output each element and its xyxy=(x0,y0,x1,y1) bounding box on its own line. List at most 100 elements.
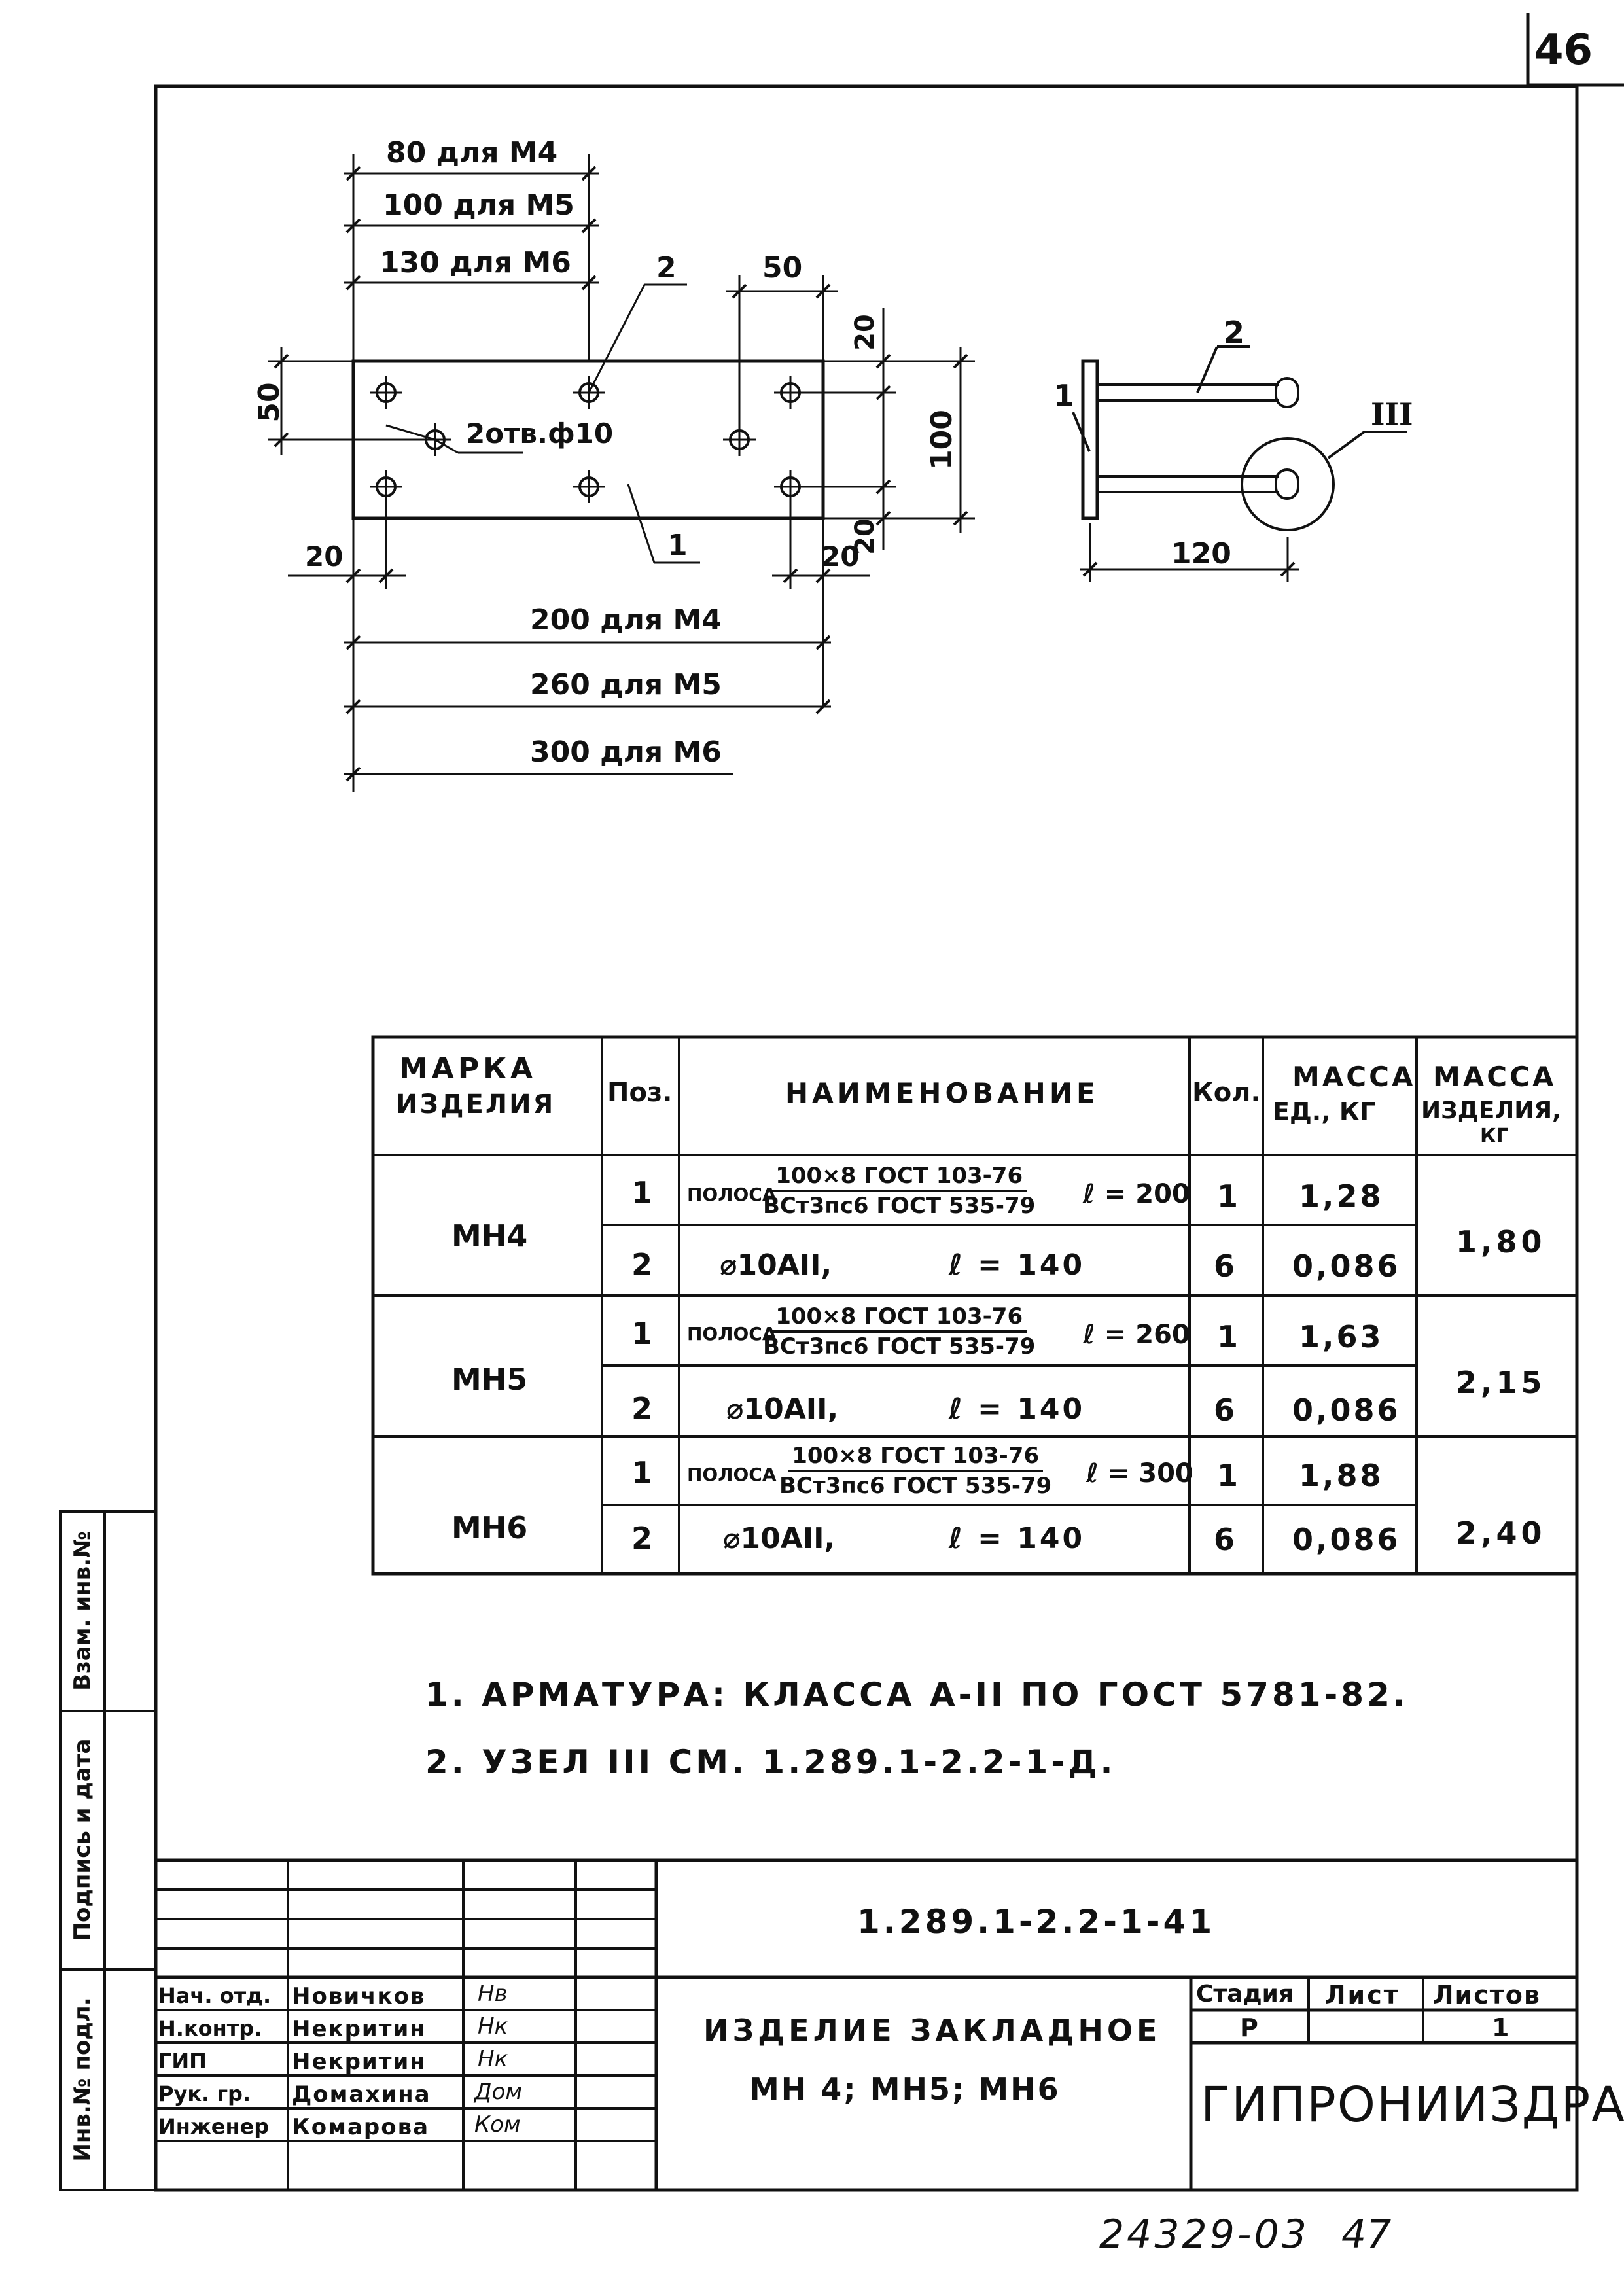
row-mass: 0,086 xyxy=(1292,1522,1401,1557)
th-mass-item-1: МАССА xyxy=(1433,1061,1557,1093)
row-fraction-den: ВСт3пс6 ГОСТ 535-79 xyxy=(763,1333,1036,1360)
staff-name: Новичков xyxy=(292,1983,426,2009)
staff-name: Домахина xyxy=(292,2081,431,2108)
th-name: НАИМЕНОВАНИЕ xyxy=(785,1077,1099,1109)
plate-side-view xyxy=(1072,345,1407,582)
staff-signature: Нв xyxy=(478,1981,508,2007)
group-mark: МН6 xyxy=(451,1510,528,1545)
dim-bottom-m5: 260 для М5 xyxy=(530,668,722,701)
staff-role: Рук. гр. xyxy=(158,2081,251,2106)
side-node-label: III xyxy=(1371,397,1413,432)
staff-name: Некритин xyxy=(292,2049,427,2075)
row-pos: 2 xyxy=(631,1247,653,1282)
row-length: ℓ = 140 xyxy=(949,1392,1086,1426)
stage-header: Стадия xyxy=(1196,1981,1294,2007)
staff-role: Н.контр. xyxy=(158,2016,262,2041)
staff-signature: Дом xyxy=(474,2079,523,2105)
note-1: 1. АРМАТУРА: КЛАССА А-II ПО ГОСТ 5781-82… xyxy=(425,1676,1409,1714)
row-pos: 2 xyxy=(631,1391,653,1426)
row-qty: 6 xyxy=(1214,1522,1235,1557)
th-pos: Поз. xyxy=(607,1078,673,1108)
title-line-2: МН 4; МН5; МН6 xyxy=(749,2072,1061,2107)
th-mass-item-3: КГ xyxy=(1480,1125,1509,1148)
group-mark: МН5 xyxy=(451,1362,528,1397)
note-2: 2. УЗЕЛ III СМ. 1.289.1-2.2-1-Д. xyxy=(425,1743,1116,1781)
row-length: ℓ = 260 xyxy=(1083,1320,1190,1350)
th-mark-line2: ИЗДЕЛИЯ xyxy=(396,1089,556,1120)
dim-top-m6: 130 для М6 xyxy=(380,246,571,279)
staff-signature: Нк xyxy=(478,2013,508,2040)
row-qty: 6 xyxy=(1214,1392,1235,1428)
row-fraction-den: ВСт3пс6 ГОСТ 535-79 xyxy=(763,1193,1036,1219)
staff-role: Нач. отд. xyxy=(158,1983,272,2008)
row-name: ⌀10АII, xyxy=(720,1248,832,1282)
group-total: 2,40 xyxy=(1456,1515,1546,1551)
plate-front-view xyxy=(268,154,975,792)
leader-pos-1: 1 xyxy=(667,529,688,562)
bottom-stamp-right: 47 xyxy=(1341,2212,1392,2257)
row-pos: 1 xyxy=(631,1175,653,1210)
drawing-code: 1.289.1-2.2-1-41 xyxy=(857,1903,1216,1941)
row-fraction: 100×8 ГОСТ 103-76 ВСт3пс6 ГОСТ 535-79 xyxy=(775,1445,1055,1497)
row-fraction-num: 100×8 ГОСТ 103-76 xyxy=(771,1305,1027,1333)
dim-20-left: 20 xyxy=(305,540,344,573)
sheet-header: Лист xyxy=(1325,1981,1400,2009)
row-mass: 0,086 xyxy=(1292,1392,1401,1428)
sheet-corner-number: 46 xyxy=(1534,26,1593,75)
dim-bottom-m6: 300 для М6 xyxy=(530,735,722,769)
row-pos: 2 xyxy=(631,1521,653,1556)
row-fraction: 100×8 ГОСТ 103-76 ВСт3пс6 ГОСТ 535-79 xyxy=(759,1165,1039,1217)
row-qty: 6 xyxy=(1214,1248,1235,1284)
staff-role: ГИП xyxy=(158,2049,207,2074)
row-prefix: ПОЛОСА xyxy=(687,1184,777,1205)
row-mass: 1,63 xyxy=(1299,1319,1384,1354)
group-total: 1,80 xyxy=(1456,1224,1546,1260)
row-fraction-num: 100×8 ГОСТ 103-76 xyxy=(771,1165,1027,1192)
title-line-1: ИЗДЕЛИЕ ЗАКЛАДНОЕ xyxy=(703,2013,1161,2048)
dim-bottom-m4: 200 для М4 xyxy=(530,603,722,637)
th-mass-item-2: ИЗДЕЛИЯ, xyxy=(1421,1097,1561,1124)
row-fraction: 100×8 ГОСТ 103-76 ВСт3пс6 ГОСТ 535-79 xyxy=(759,1305,1039,1358)
staff-signature: Нк xyxy=(478,2046,508,2072)
side-dim-120: 120 xyxy=(1171,537,1231,571)
side-pos-2: 2 xyxy=(1224,315,1245,350)
bottom-stamp-left: 24329-03 xyxy=(1099,2212,1309,2257)
row-length: ℓ = 300 xyxy=(1086,1458,1193,1489)
th-mass-unit-1: МАССА xyxy=(1292,1061,1416,1093)
th-mark-line1: МАРКА xyxy=(399,1052,537,1086)
row-fraction-den: ВСт3пс6 ГОСТ 535-79 xyxy=(779,1473,1052,1499)
row-qty: 1 xyxy=(1217,1178,1239,1214)
staff-name: Комарова xyxy=(292,2114,430,2140)
row-prefix: ПОЛОСА xyxy=(687,1464,777,1485)
sheets-header: Листов xyxy=(1433,1981,1541,2009)
row-length: ℓ = 200 xyxy=(1083,1179,1190,1209)
row-prefix: ПОЛОСА xyxy=(687,1323,777,1345)
holes-label: 2отв.ф10 xyxy=(466,417,614,450)
row-pos: 1 xyxy=(631,1316,653,1351)
row-fraction-num: 100×8 ГОСТ 103-76 xyxy=(788,1445,1044,1472)
row-mass: 0,086 xyxy=(1292,1248,1401,1284)
group-mark: МН4 xyxy=(451,1218,528,1254)
row-pos: 1 xyxy=(631,1455,653,1491)
side-pos-1: 1 xyxy=(1053,378,1075,414)
row-qty: 1 xyxy=(1217,1458,1239,1493)
staff-signature: Ком xyxy=(474,2111,521,2138)
stage-value: Р xyxy=(1240,2013,1258,2042)
dim-top-m5: 100 для М5 xyxy=(383,188,574,222)
dim-top-m4: 80 для М4 xyxy=(386,136,558,169)
row-length: ℓ = 140 xyxy=(949,1248,1086,1282)
group-total: 2,15 xyxy=(1456,1365,1546,1400)
row-mass: 1,28 xyxy=(1299,1178,1384,1214)
dim-20-right: 20 xyxy=(821,540,860,573)
dim-50-top: 50 xyxy=(762,251,803,285)
th-qty: Кол. xyxy=(1192,1078,1261,1108)
sheets-value: 1 xyxy=(1492,2013,1509,2042)
staff-name: Некритин xyxy=(292,2016,427,2042)
staff-role: Инженер xyxy=(158,2114,270,2139)
organization-name: ГИПРОНИИЗДРАВ xyxy=(1201,2077,1624,2133)
th-mass-unit-2: ЕД., КГ xyxy=(1273,1097,1376,1126)
row-qty: 1 xyxy=(1217,1319,1239,1354)
leader-pos-2: 2 xyxy=(656,251,677,285)
row-mass: 1,88 xyxy=(1299,1458,1384,1493)
